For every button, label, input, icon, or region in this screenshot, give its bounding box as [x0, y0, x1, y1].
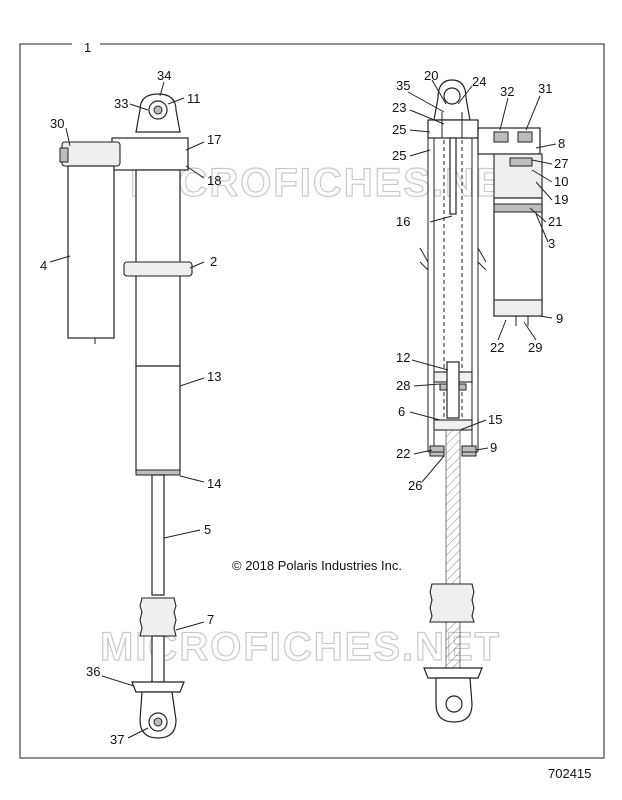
cutaway-shaft	[445, 429, 461, 679]
seal-ring	[135, 469, 181, 476]
top-bushing-hole	[153, 105, 163, 115]
callout-7: 7	[207, 612, 214, 627]
callout-22-lower: 22	[396, 446, 410, 461]
callout-20: 20	[424, 68, 438, 83]
callout-19: 19	[554, 192, 568, 207]
callout-31: 31	[538, 81, 552, 96]
callout-12: 12	[396, 350, 410, 365]
valve-10	[509, 157, 533, 167]
callout-32: 32	[500, 84, 514, 99]
cutaway-bumper	[429, 583, 475, 623]
adjuster-32	[493, 131, 509, 143]
callout-35: 35	[396, 78, 410, 93]
callout-23: 23	[392, 100, 406, 115]
callout-25-lower: 25	[392, 148, 406, 163]
callout-11: 11	[187, 91, 201, 106]
callout-25-upper: 25	[392, 122, 406, 137]
callout-33: 33	[114, 96, 128, 111]
callout-9-upper: 9	[556, 311, 563, 326]
callout-8: 8	[558, 136, 565, 151]
callout-16: 16	[396, 214, 410, 229]
callout-13: 13	[207, 369, 221, 384]
ifp-piston	[493, 203, 543, 213]
figure-number: 702415	[548, 766, 591, 781]
bottom-seal-left	[429, 445, 445, 457]
callout-3: 3	[548, 236, 555, 251]
shaft	[151, 474, 165, 596]
watermark-top: MICROFICHES.NET	[130, 161, 531, 205]
callout-10: 10	[554, 174, 568, 189]
callout-18: 18	[207, 173, 221, 188]
needle	[449, 137, 457, 215]
reservoir-end	[493, 299, 543, 317]
lower-shaft	[151, 635, 165, 683]
adjuster-knob	[59, 147, 69, 163]
frame-border	[19, 43, 605, 759]
lower-body	[135, 365, 181, 473]
callout-4: 4	[40, 258, 47, 273]
bumper	[139, 597, 177, 637]
callout-29: 29	[528, 340, 542, 355]
callout-6: 6	[398, 404, 405, 419]
cutaway-head	[427, 119, 479, 139]
callout-28: 28	[396, 378, 410, 393]
cutaway-top-bushing	[443, 87, 461, 105]
seal-head	[433, 419, 473, 431]
callout-9-lower: 9	[490, 440, 497, 455]
callout-2: 2	[210, 254, 217, 269]
reservoir	[67, 165, 115, 339]
left-leaders	[49, 81, 205, 739]
callout-34: 34	[157, 68, 171, 83]
callout-14: 14	[207, 476, 221, 491]
shock-head	[111, 137, 189, 171]
callout-22-upper: 22	[490, 340, 504, 355]
frame-label: 1	[84, 40, 91, 55]
callout-36: 36	[86, 664, 100, 679]
callout-27: 27	[554, 156, 568, 171]
cutaway-bottom-bushing	[445, 695, 463, 713]
callout-30: 30	[50, 116, 64, 131]
callout-21: 21	[548, 214, 562, 229]
bottom-seal-right	[461, 445, 477, 457]
callout-15: 15	[488, 412, 502, 427]
crossover-ring	[123, 261, 193, 277]
assembled-shock	[59, 93, 193, 739]
bottom-plate	[131, 681, 185, 693]
right-leaders	[407, 79, 557, 483]
adjuster-31	[517, 131, 533, 143]
copyright-notice: © 2018 Polaris Industries Inc.	[232, 558, 402, 573]
reservoir-cap	[61, 141, 121, 167]
callout-24: 24	[472, 74, 486, 89]
callout-17: 17	[207, 132, 221, 147]
cutaway-reservoir	[493, 197, 543, 317]
callout-5: 5	[204, 522, 211, 537]
bottom-bushing-hole	[153, 717, 163, 727]
callout-37: 37	[110, 732, 124, 747]
piston-shaft-top	[446, 361, 460, 419]
callout-26: 26	[408, 478, 422, 493]
cutaway-shock	[419, 79, 543, 723]
cutaway-bottom-plate	[423, 667, 483, 679]
